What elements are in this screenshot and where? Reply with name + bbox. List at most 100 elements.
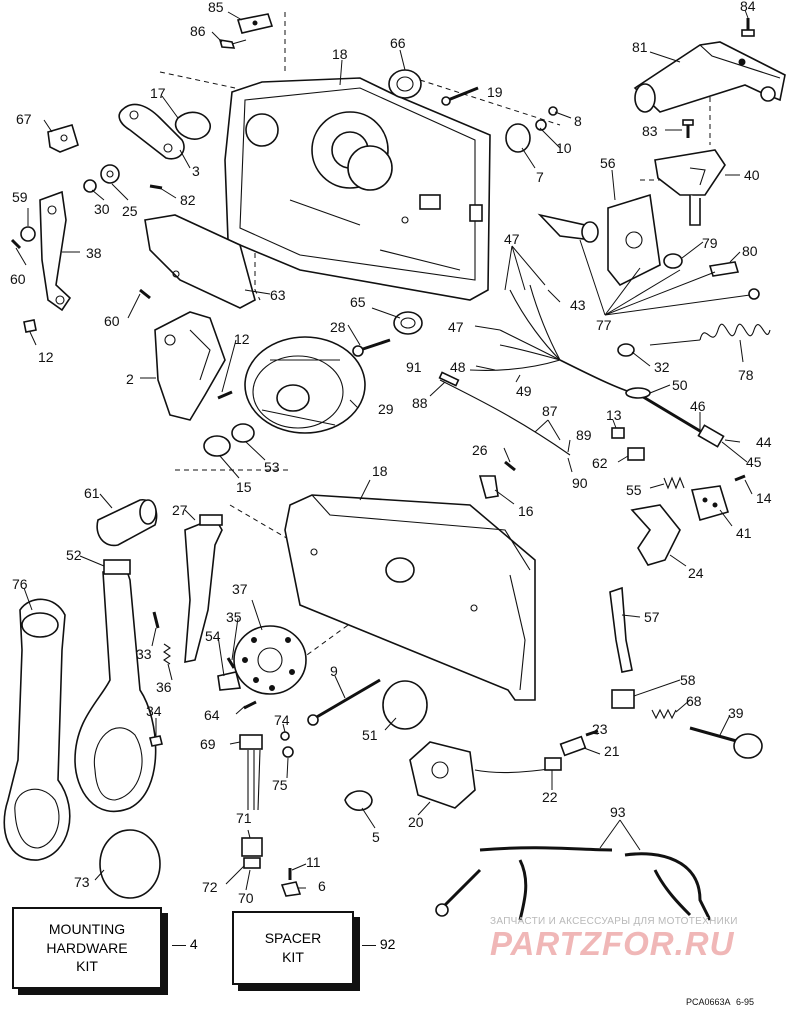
part-number: 15 [236,479,252,495]
part-number: 3 [192,163,200,179]
part-number: 84 [740,0,756,14]
part-number: 57 [644,609,660,625]
part-number: 67 [16,111,32,127]
part-number: 61 [84,485,100,501]
part-28-bolt [352,338,391,357]
part-number-labels: 85 86 84 18 66 81 17 19 67 8 83 3 10 56 … [10,0,772,906]
part-number: 13 [606,407,622,423]
part-39-knob [689,726,763,759]
part-number: 18 [332,46,348,62]
part-57-lever [609,586,633,673]
part-number: 10 [556,140,572,156]
part-number: 22 [542,789,558,805]
part-93-cables [435,846,712,921]
part-number: 37 [232,581,248,597]
part-70-plug-end [243,857,261,869]
control-housing-cover [284,494,536,701]
part-number: 32 [654,359,670,375]
spacer-kit-box: SPACER KIT [232,911,354,985]
harness-wires [469,284,725,448]
part-number: 47 [448,319,464,335]
part-number: 65 [350,294,366,310]
part-number: 26 [472,442,488,458]
part-38-lever [39,190,72,312]
part-number: 46 [690,398,706,414]
spacer-kit-label: SPACER KIT [264,930,322,965]
part-56-switch-plate [607,193,661,287]
part-8-nut [548,106,558,116]
part-33-screw [152,611,160,629]
part-number: 11 [306,854,321,870]
part-number: 30 [94,201,110,217]
part-74-screw [280,731,290,741]
part-73-disc [99,829,161,899]
part-number: 53 [264,459,280,475]
part-number: 41 [736,525,752,541]
mounting-kit-number: — 4 [172,936,198,952]
part-52-handle [74,559,157,813]
part-number: 60 [104,313,120,329]
part-number: 14 [756,490,772,506]
part-number: 47 [504,231,520,247]
part-80-key [708,261,740,277]
part-6-nut [280,881,302,897]
mounting-hardware-kit-box: MOUNTING HARDWARE KIT [12,907,162,989]
part-43-switch [537,213,599,243]
part-63-cover-plate [144,214,256,309]
part-number: 56 [600,155,616,171]
part-88-cable [438,371,571,456]
part-number: 75 [272,777,288,793]
part-54-clip [217,671,242,691]
part-51-disc [382,680,428,730]
reference-date: 6-95 [736,997,755,1007]
part-number: 27 [172,502,188,518]
part-13-pin [611,427,625,439]
part-59-washer [20,226,36,242]
part-17-ring [174,111,211,140]
part-79-nut [663,253,683,269]
part-12-screw-left [23,319,37,333]
part-67-clip [47,124,79,153]
part-76-handle [3,598,71,861]
part-number: 51 [362,727,378,743]
part-3-link [118,103,185,160]
part-number: 89 [576,427,592,443]
part-25-washer [100,164,120,184]
part-number: 19 [487,84,503,100]
part-75-washer [282,746,294,758]
part-number: 34 [146,703,162,719]
part-number: 18 [372,463,388,479]
part-81-arm [633,41,786,113]
part-22-connector [544,757,562,771]
part-number: 88 [412,395,428,411]
part-number: 59 [12,189,28,205]
part-number: 38 [86,245,102,261]
part-21-connector [559,735,587,757]
part-number: 73 [74,874,90,890]
part-number: 36 [156,679,172,695]
part-number: 90 [572,475,588,491]
part-number: 16 [518,503,534,519]
part-number: 72 [202,879,218,895]
part-number: 58 [680,672,696,688]
part-16-clip [478,475,499,499]
part-9-bolt [307,678,381,726]
part-7-disc [505,123,531,153]
part-34-screw [149,735,163,747]
part-number: 93 [610,804,626,820]
part-number: 33 [136,646,152,662]
watermark-brand: PARTZFOR.RU [490,925,735,962]
part-61-roller [96,499,158,547]
part-number: 9 [330,663,338,679]
part-27-detent-arm [184,514,223,663]
part-number: 50 [672,377,688,393]
part-number: 39 [728,705,744,721]
part-number: 48 [450,359,466,375]
part-69-harness-connector [239,734,263,811]
part-10-washer [535,119,547,131]
part-number: 7 [536,169,544,185]
part-78-coil-cord [649,288,771,346]
leader-lines [15,9,753,891]
part-64-screw [243,700,257,710]
part-number: 55 [626,482,642,498]
